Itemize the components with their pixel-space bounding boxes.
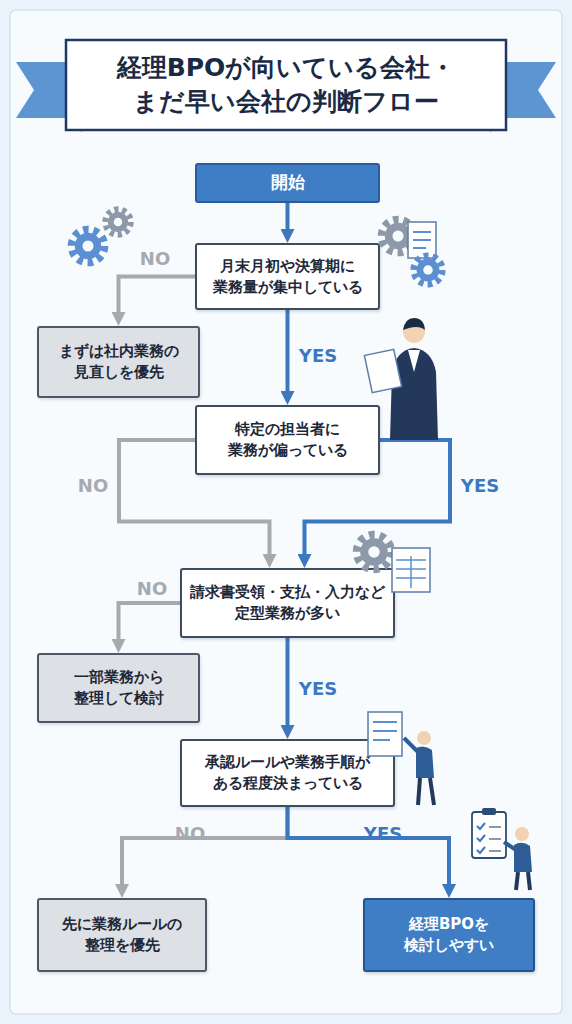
- diagram-title: 経理BPOが向いている会社・ まだ早い会社の判断フロー: [66, 40, 506, 130]
- person-with-document: [368, 712, 434, 805]
- flow-connector: [119, 277, 196, 319]
- person-leg: [528, 872, 530, 890]
- decision-box: 月末月初や決算期に 業務量が集中している: [195, 243, 380, 310]
- person-leg: [516, 872, 518, 890]
- person-leg: [430, 778, 434, 805]
- decision-box: 承認ルールや業務手順が ある程度決まっている: [180, 739, 395, 807]
- held-paper: [364, 349, 401, 392]
- branch-label: YES: [461, 475, 499, 496]
- clipboard-clip: [482, 808, 496, 815]
- node-text: 請求書受領・支払・入力など 定型業務が多い: [188, 582, 387, 624]
- grid-line: [396, 559, 426, 561]
- result-box: 一部業務から 整理して検討: [37, 653, 200, 723]
- person-body: [416, 746, 434, 778]
- branch-label: NO: [137, 578, 167, 599]
- branch-label: YES: [299, 678, 337, 699]
- clipboard-person: [472, 808, 532, 890]
- branch-label: NO: [175, 823, 205, 844]
- spreadsheet-icon: [392, 548, 430, 592]
- branch-label: NO: [140, 248, 170, 269]
- result-box: 経理BPOを 検討しやすい: [363, 898, 535, 972]
- gear-icon: [357, 535, 392, 570]
- node-text: 開始: [271, 171, 305, 195]
- grid-line: [396, 577, 426, 579]
- node-text: 月末月初や決算期に 業務量が集中している: [203, 256, 372, 298]
- person-leg: [418, 778, 420, 805]
- person-head: [417, 731, 431, 745]
- flow-connector: [119, 603, 181, 645]
- person-arm: [504, 842, 516, 850]
- result-box: まずは社内業務の 見直しを優先: [37, 326, 200, 398]
- sheet: [392, 548, 430, 592]
- flow-connector: [286, 310, 290, 397]
- node-text: 一部業務から 整理して検討: [45, 667, 192, 709]
- node-text: 経理BPOを 検討しやすい: [371, 914, 527, 956]
- node-text: 承認ルールや業務手順が ある程度決まっている: [188, 752, 387, 794]
- document-sheet: [368, 712, 402, 756]
- branch-label: NO: [78, 475, 108, 496]
- gear-icon: [72, 230, 105, 263]
- flow-connector: [122, 807, 288, 890]
- flow-connector: [288, 807, 450, 890]
- person-body: [514, 843, 532, 872]
- branch-label: YES: [364, 823, 402, 844]
- result-box: 先に業務ルールの 整理を優先: [37, 898, 207, 972]
- document-line: [413, 231, 431, 233]
- grid-line: [396, 568, 426, 570]
- person-head: [515, 827, 529, 841]
- gear-icon: [382, 220, 415, 253]
- list-line: [489, 838, 501, 840]
- decision-box: 特定の担当者に 業務が偏っている: [195, 405, 380, 475]
- gear-icon: [414, 256, 443, 285]
- gear-icon: [105, 209, 131, 235]
- panel: [10, 10, 562, 1014]
- node-text: 先に業務ルールの 整理を優先: [45, 914, 199, 956]
- node-text: 特定の担当者に 業務が偏っている: [203, 419, 372, 461]
- person-shirt: [408, 350, 420, 372]
- person-arm: [404, 738, 418, 752]
- person-hair: [403, 318, 425, 330]
- start-terminal: 開始: [195, 163, 380, 203]
- document-line: [373, 730, 397, 732]
- person-body: [390, 348, 438, 440]
- decision-box: 請求書受領・支払・入力など 定型業務が多い: [180, 568, 395, 638]
- list-line: [489, 826, 501, 828]
- person-head: [403, 321, 425, 343]
- clipboard: [472, 812, 506, 858]
- document-icon: [408, 222, 436, 258]
- person-figure: [364, 318, 438, 440]
- document-line: [373, 721, 397, 723]
- title-banner: [66, 40, 506, 130]
- grid-line: [410, 556, 412, 588]
- document-sheet: [408, 222, 436, 258]
- document-line: [413, 247, 426, 249]
- list-line: [489, 850, 501, 852]
- flow-connector: [286, 203, 290, 235]
- check-marks: [477, 823, 485, 853]
- document-line: [373, 739, 390, 741]
- branch-label: YES: [299, 345, 337, 366]
- document-line: [413, 239, 431, 241]
- flow-connector: [286, 638, 290, 731]
- node-text: まずは社内業務の 見直しを優先: [45, 341, 192, 383]
